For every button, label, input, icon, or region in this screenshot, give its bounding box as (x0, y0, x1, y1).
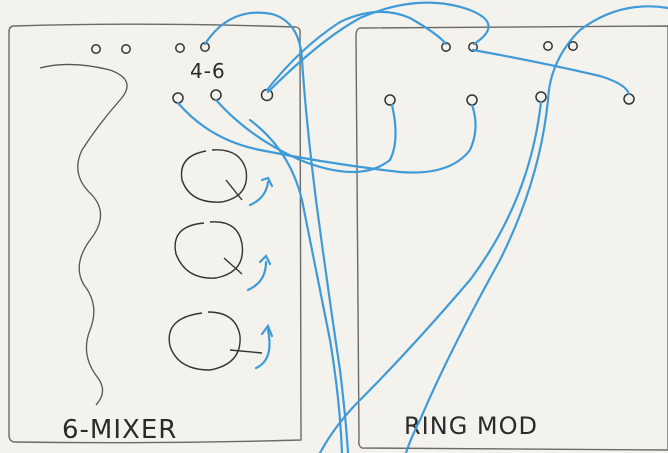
patch-cable-2[interactable] (265, 10, 448, 92)
mixer-jack-1[interactable] (91, 44, 101, 54)
patch-cable-1[interactable] (203, 11, 350, 453)
ringmod-panel-outline (355, 25, 668, 451)
ringmod-module: RING MOD (355, 25, 668, 451)
mixer-panel-outline (8, 23, 302, 444)
ringmod-jack-2[interactable] (468, 42, 478, 52)
mixer-module: 4-6 6-MIXER (8, 23, 302, 445)
mixer-knob-2[interactable] (174, 221, 244, 279)
mixer-jack-group-label: 4-6 (190, 59, 226, 83)
mixer-knob-3[interactable] (168, 311, 263, 371)
patch-cable-5[interactable] (214, 98, 397, 174)
patch-cable-4[interactable] (176, 101, 477, 174)
knob-1-arrow (248, 176, 274, 207)
mixer-module-label: 6-MIXER (62, 415, 177, 445)
patch-cable-9[interactable] (248, 118, 344, 453)
knob-3-arrow (254, 323, 274, 370)
ringmod-module-label: RING MOD (404, 412, 538, 440)
ringmod-jack-4[interactable] (568, 41, 578, 51)
patch-cable-6[interactable] (471, 48, 631, 96)
knob-2-arrow (246, 254, 272, 292)
mixer-jack-2[interactable] (121, 44, 131, 54)
patch-cable-3[interactable] (266, 1, 490, 94)
ringmod-jack-3[interactable] (543, 41, 553, 51)
mixer-knob-1[interactable] (180, 149, 248, 203)
patch-cable-7[interactable] (404, 5, 668, 453)
patch-cable-8[interactable] (318, 100, 543, 453)
patch-cables (176, 1, 668, 453)
mixer-wave-decoration (39, 63, 128, 406)
ringmod-jack-5[interactable] (384, 94, 396, 106)
mixer-jack-3[interactable] (175, 43, 185, 53)
